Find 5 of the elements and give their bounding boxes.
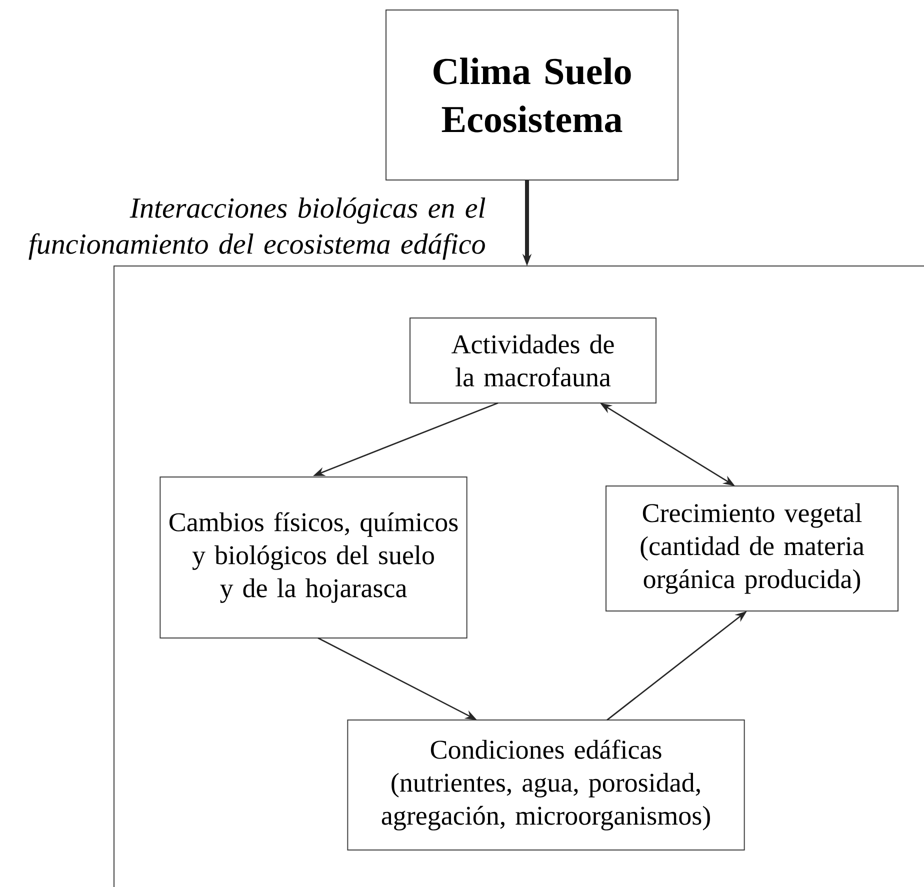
process-box: Condiciones edáficas (nutrientes, agua, porosidad, agregación, microorganismos) (347, 720, 745, 850)
process-box: Actividades de la macrofauna (410, 318, 656, 404)
title-box: Clima Suelo Ecosistema (386, 10, 678, 180)
process-box: Crecimiento vegetal (cantidad de materia orgánica producida) (606, 486, 898, 612)
process-box: Cambios físicos, químicos y biológicos del suelo y de la hojarasca (160, 476, 468, 638)
